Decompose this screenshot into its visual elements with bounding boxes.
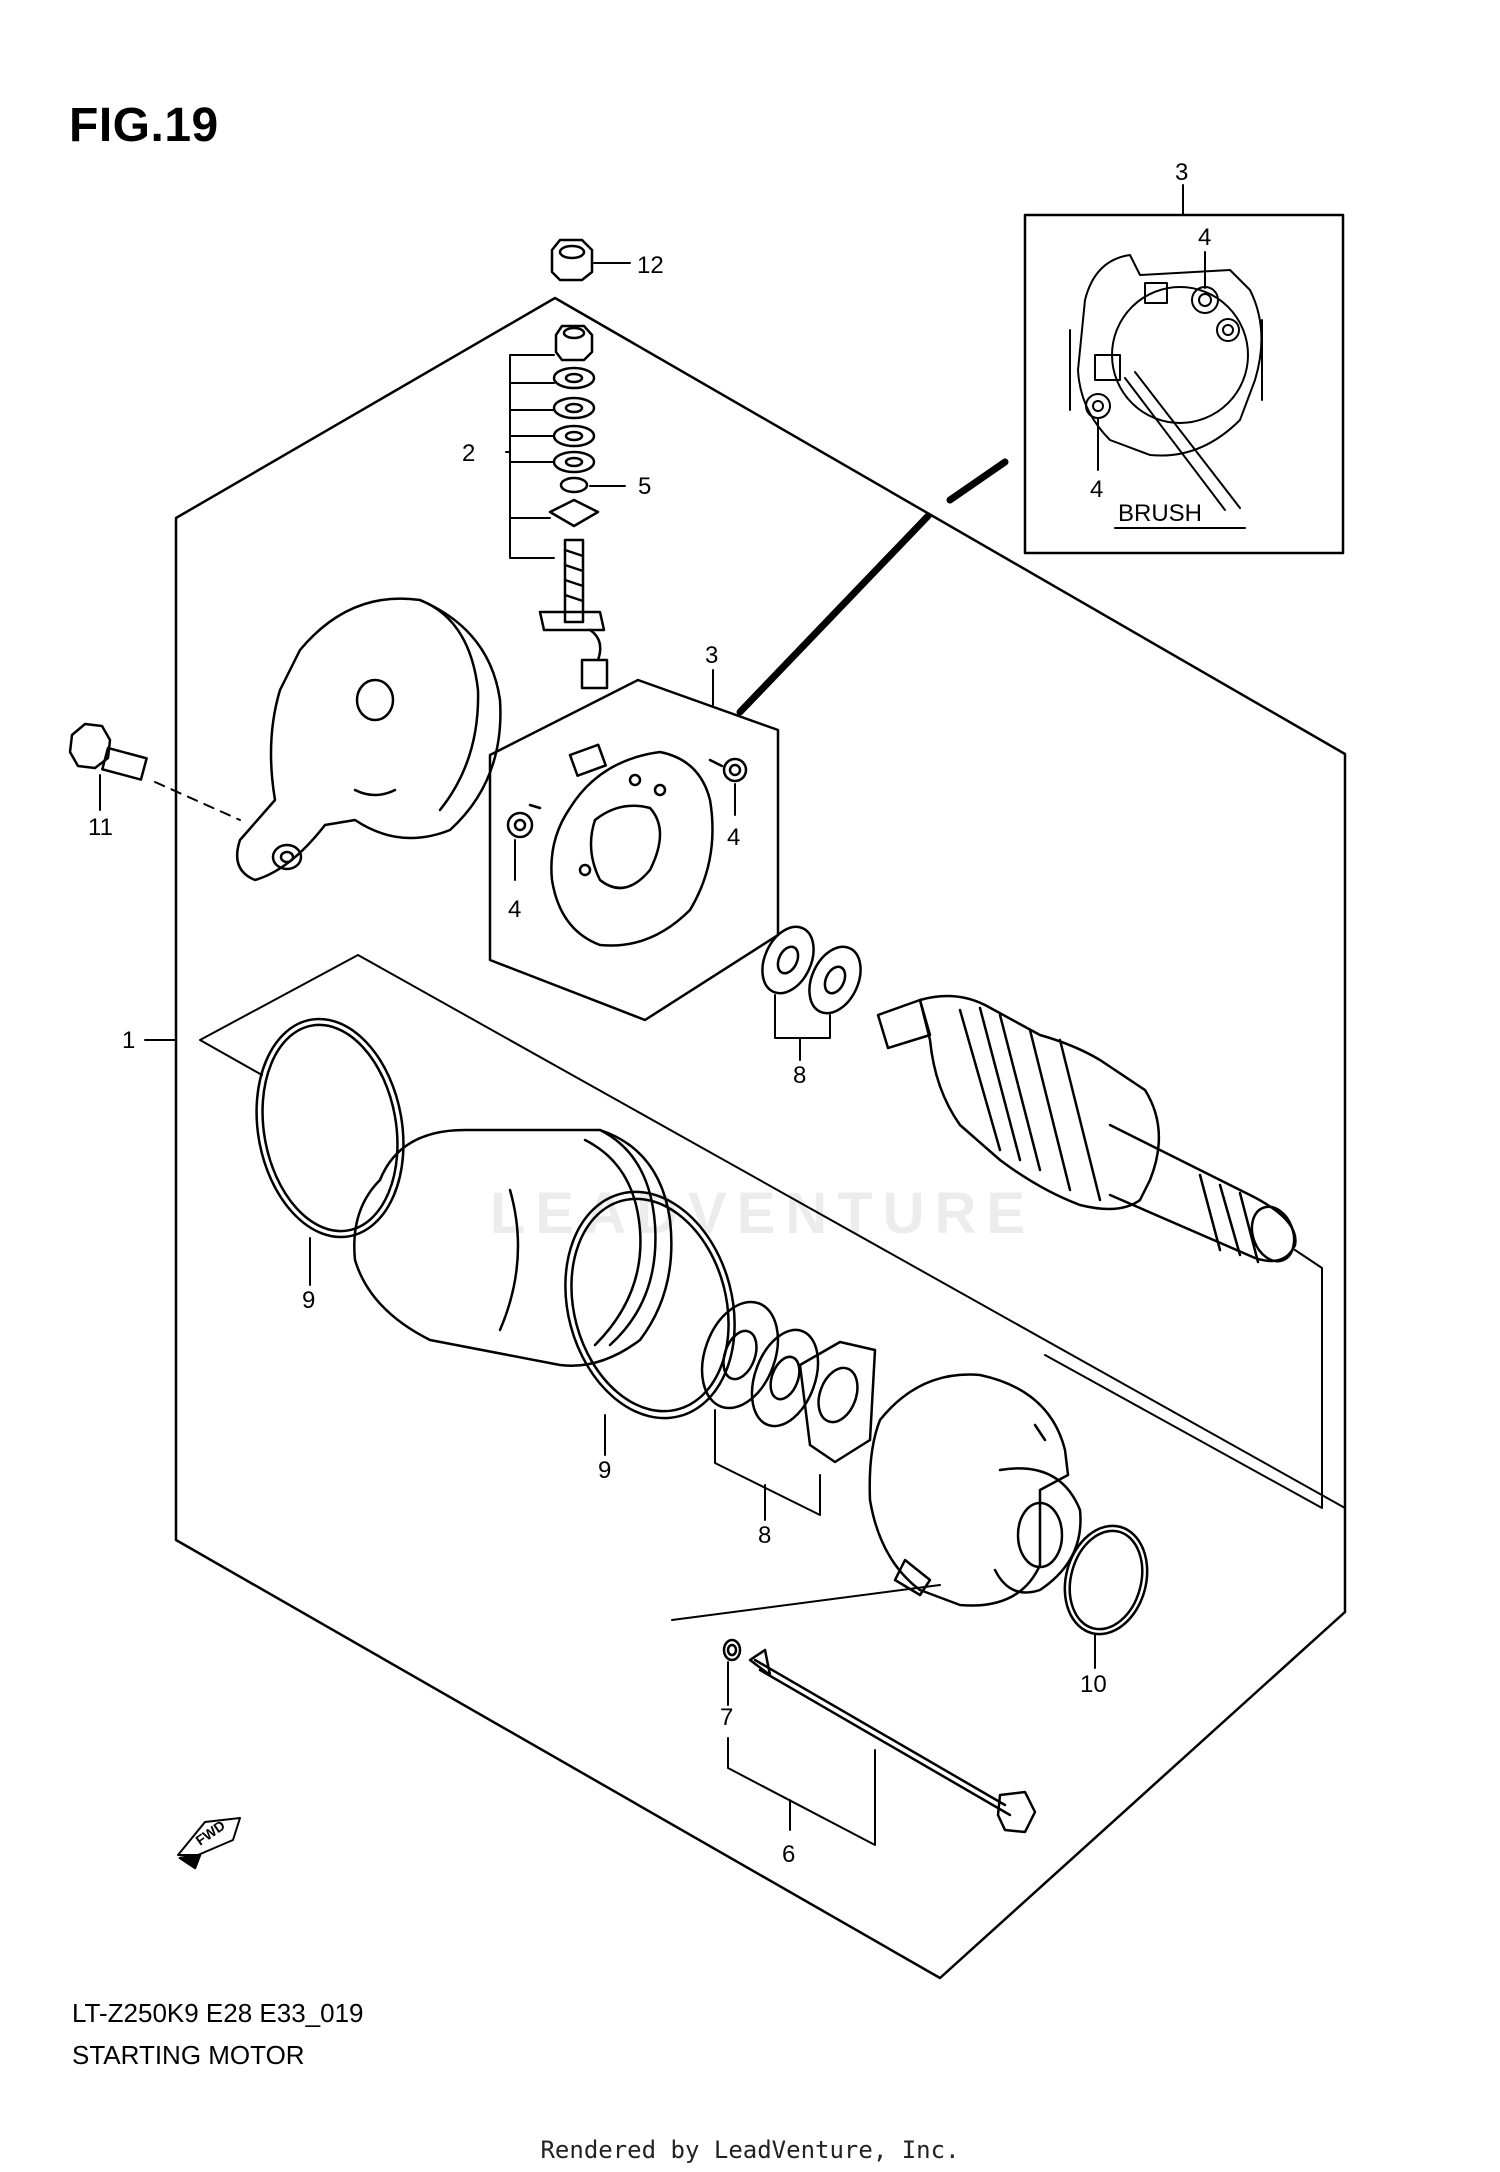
lower-washers-drawing <box>700 1300 877 1464</box>
callout-9-right: 9 <box>598 1457 611 1484</box>
front-housing-drawing <box>868 1373 1082 1607</box>
upper-washers-drawing <box>761 925 862 1015</box>
bracket-8b <box>714 1409 821 1521</box>
o-ring-9b-drawing <box>564 1190 736 1420</box>
bracket-2 <box>505 354 555 559</box>
brush-arrow-2 <box>1124 377 1226 511</box>
callout-9-left: 9 <box>302 1287 315 1314</box>
callout-7: 7 <box>720 1704 733 1731</box>
callout-3-inset: 3 <box>1175 159 1188 186</box>
callout-4-plate-right: 4 <box>727 824 740 851</box>
brush-label: BRUSH <box>1118 500 1202 527</box>
diagram-name: STARTING MOTOR <box>72 2040 305 2070</box>
callout-10: 10 <box>1080 1671 1107 1698</box>
yoke-drawing <box>353 1128 673 1367</box>
brush-plate-drawing <box>550 743 714 947</box>
brush-arrow-1 <box>1134 371 1241 509</box>
armature-leader <box>1044 1249 1323 1509</box>
callout-4-plate-left: 4 <box>508 896 521 923</box>
brush-holder-inset-drawing <box>1069 254 1263 457</box>
bracket-6 <box>727 1737 876 1846</box>
o-ring-10-drawing <box>1063 1524 1149 1636</box>
watermark-text: LEADVENTURE <box>490 1181 1036 1246</box>
terminal-stack-drawing <box>538 324 609 690</box>
o-ring-10-inner <box>1068 1529 1144 1631</box>
bracket-8a <box>774 994 831 1061</box>
fwd-arrow-icon <box>177 1817 241 1870</box>
callout-4-inset-top: 4 <box>1198 224 1211 251</box>
callout-4-inset-bottom: 4 <box>1090 476 1103 503</box>
nut-12-drawing <box>550 238 594 282</box>
through-bolt-6-drawing <box>748 1648 1037 1834</box>
callout-8-lower: 8 <box>758 1522 771 1549</box>
o-ring-9a-inner <box>261 1023 399 1233</box>
o-ring-9b-inner <box>570 1197 730 1413</box>
figure-title: FIG.19 <box>69 99 219 152</box>
brush-b-drawing <box>708 757 748 783</box>
callout-6: 6 <box>782 1841 795 1868</box>
inset-pointer-line <box>736 458 1009 716</box>
seal-7-drawing <box>722 1638 742 1662</box>
callout-5: 5 <box>638 473 651 500</box>
callout-2: 2 <box>462 440 475 467</box>
assembly-outline <box>174 296 1347 1980</box>
rendered-by-credit: Rendered by LeadVenture, Inc. <box>540 2136 960 2164</box>
callout-8-upper: 8 <box>793 1062 806 1089</box>
front-housing-leader <box>671 1584 941 1621</box>
callout-1: 1 <box>122 1027 135 1054</box>
bolt-11-drawing <box>68 722 148 781</box>
diagram-code: LT-Z250K9 E28 E33_019 <box>72 1998 364 2028</box>
yoke-bracket <box>199 954 1346 1509</box>
callout-12: 12 <box>637 252 664 279</box>
callout-3-plate: 3 <box>705 642 718 669</box>
armature-drawing <box>876 994 1297 1264</box>
bolt-11-dashline <box>154 781 241 821</box>
brush-a-drawing <box>506 803 542 839</box>
callout-11: 11 <box>88 814 113 841</box>
o-ring-9a-drawing <box>255 1017 405 1239</box>
brush-plate-outline <box>488 678 780 1022</box>
rear-cover-drawing <box>235 597 502 882</box>
